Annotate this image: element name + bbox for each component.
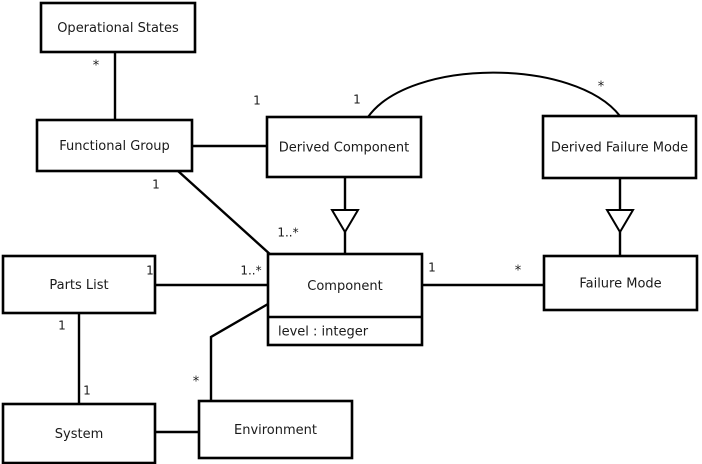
class-box-outline[interactable] (542, 254, 699, 312)
class-box-operational-states[interactable]: Operational States (39, 1, 197, 54)
class-box-outline[interactable] (1, 402, 157, 464)
generalization-derived-failure-mode--generalizes--failure-mode[interactable] (605, 178, 635, 256)
class-name-label: Functional Group (59, 139, 170, 154)
class-box-outline[interactable] (265, 115, 423, 179)
class-box-derived-failure-mode[interactable]: Derived Failure Mode (541, 114, 698, 180)
generalization-derived-component--generalizes--component[interactable] (330, 177, 360, 254)
multiplicity-label-mult-dc-curve: 1 (353, 93, 361, 107)
class-box-outline[interactable] (35, 118, 194, 173)
class-box-failure-mode[interactable]: Failure Mode (542, 254, 699, 312)
class-box-system[interactable]: System (1, 402, 157, 464)
multiplicity-layer: * 1 1 1 * 1..* 1 1..* 1 * 1 1 * (58, 59, 605, 398)
multiplicity-label-mult-component-failure: 1 (428, 261, 436, 275)
multiplicity-label-mult-component-parts: 1..* (240, 264, 261, 278)
multiplicity-label-mult-failure-mode-left: * (515, 264, 522, 279)
multiplicity-label-mult-fg-component-far: 1..* (277, 226, 298, 240)
multiplicity-label-mult-fg-derived-component: 1 (253, 94, 261, 108)
multiplicity-label-mult-operational-states: * (93, 59, 100, 74)
multiplicity-label-mult-parts-list-bottom: 1 (58, 319, 66, 333)
class-name-label: Operational States (57, 21, 179, 36)
multiplicity-label-mult-system-top: 1 (83, 384, 91, 398)
class-box-functional-group[interactable]: Functional Group (35, 118, 194, 173)
class-attribute-label: level : integer (278, 325, 369, 340)
class-name-label: Environment (234, 423, 317, 438)
multiplicity-label-mult-parts-list-right: 1 (146, 264, 154, 278)
generalization-triangle-icon (605, 209, 635, 234)
class-name-label: System (55, 427, 103, 442)
association-line[interactable] (177, 170, 273, 257)
class-name-label: Component (307, 279, 382, 294)
class-box-component[interactable]: Component level : integer (266, 252, 424, 347)
multiplicity-label-mult-dfm-curve: * (598, 80, 605, 95)
class-box-outline[interactable] (197, 399, 354, 460)
class-box-parts-list[interactable]: Parts List (1, 254, 157, 315)
multiplicity-label-mult-fg-component: 1 (152, 178, 160, 192)
class-box-outline[interactable] (39, 1, 197, 54)
class-box-outline[interactable] (541, 114, 698, 180)
association-component--environment[interactable] (209, 302, 269, 401)
class-name-label: Failure Mode (579, 277, 661, 292)
class-box-environment[interactable]: Environment (197, 399, 354, 460)
generalization-layer (330, 177, 635, 256)
class-name-label: Derived Failure Mode (551, 141, 688, 156)
association-curve[interactable] (367, 71, 621, 118)
association-polyline[interactable] (209, 302, 269, 401)
class-name-label: Derived Component (279, 141, 410, 156)
association-derived-component--derived-failure-mode[interactable] (367, 71, 621, 118)
generalization-triangle-icon (330, 209, 360, 234)
class-box-outline[interactable] (1, 254, 157, 315)
multiplicity-label-mult-environment-top: * (193, 375, 200, 390)
association-layer (77, 52, 621, 434)
class-box-outline[interactable] (266, 252, 424, 347)
class-box-derived-component[interactable]: Derived Component (265, 115, 423, 179)
association-functional-group--component[interactable] (177, 170, 273, 257)
class-name-label: Parts List (49, 278, 108, 293)
